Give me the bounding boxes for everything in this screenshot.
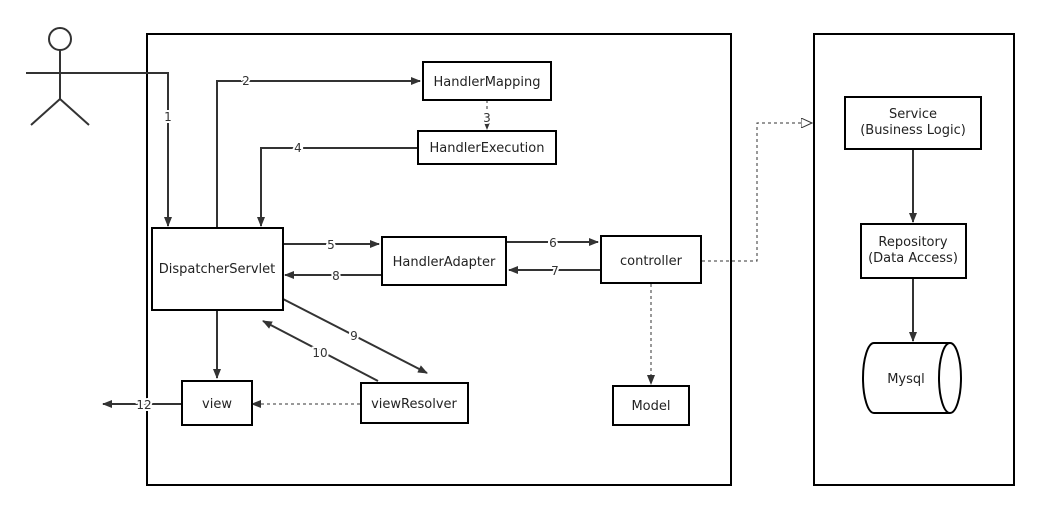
arrow-step-1 xyxy=(60,72,172,227)
step-4-label: 4 xyxy=(294,141,302,155)
view-resolver-label: viewResolver xyxy=(371,397,457,412)
step-3-label: 3 xyxy=(483,111,491,125)
step-2-label: 2 xyxy=(242,74,250,88)
repository-sublabel: (Data Access) xyxy=(868,251,958,266)
node-mysql-database-icon: Mysql xyxy=(862,342,962,414)
step-12-label: 12 xyxy=(136,398,151,412)
node-repository: Repository (Data Access) xyxy=(860,223,967,279)
arrow-controller-to-service xyxy=(702,123,812,262)
node-service: Service (Business Logic) xyxy=(844,96,982,150)
arrow-step-10 xyxy=(262,320,379,382)
connector-lines xyxy=(60,72,917,408)
node-handler-mapping: HandlerMapping xyxy=(422,61,552,101)
step-1-label: 1 xyxy=(164,110,172,124)
web-layer-container xyxy=(146,33,732,486)
step-9-label: 9 xyxy=(350,329,358,343)
arrow-step-4 xyxy=(257,147,417,227)
handler-execution-label: HandlerExecution xyxy=(430,141,545,156)
step-10-label: 10 xyxy=(312,346,327,360)
service-sublabel: (Business Logic) xyxy=(860,123,966,138)
step-labels: 1 2 3 4 5 6 7 8 9 10 12 xyxy=(134,72,560,414)
node-view: view xyxy=(181,380,253,426)
step-6-label: 6 xyxy=(549,236,557,250)
handler-mapping-label: HandlerMapping xyxy=(434,75,541,90)
backend-layer-container xyxy=(813,33,1015,486)
node-handler-adapter: HandlerAdapter xyxy=(381,236,507,286)
user-actor-icon xyxy=(26,27,94,126)
node-dispatcher-servlet: DispatcherServlet xyxy=(151,227,284,311)
step-7-label: 7 xyxy=(551,264,559,278)
arrow-step-9 xyxy=(282,298,428,374)
node-controller: controller xyxy=(600,235,702,284)
repository-label: Repository xyxy=(878,235,947,250)
view-label: view xyxy=(202,397,232,412)
dispatcher-servlet-label: DispatcherServlet xyxy=(159,262,275,277)
handler-adapter-label: HandlerAdapter xyxy=(393,255,496,270)
service-label: Service xyxy=(889,107,937,122)
step-8-label: 8 xyxy=(332,269,340,283)
arrow-step-2 xyxy=(216,77,421,227)
node-model: Model xyxy=(612,385,690,426)
step-5-label: 5 xyxy=(327,238,335,252)
mysql-label: Mysql xyxy=(887,372,925,387)
node-view-resolver: viewResolver xyxy=(360,382,469,424)
controller-label: controller xyxy=(620,254,683,269)
node-handler-execution: HandlerExecution xyxy=(417,130,557,165)
model-label: Model xyxy=(631,399,670,414)
